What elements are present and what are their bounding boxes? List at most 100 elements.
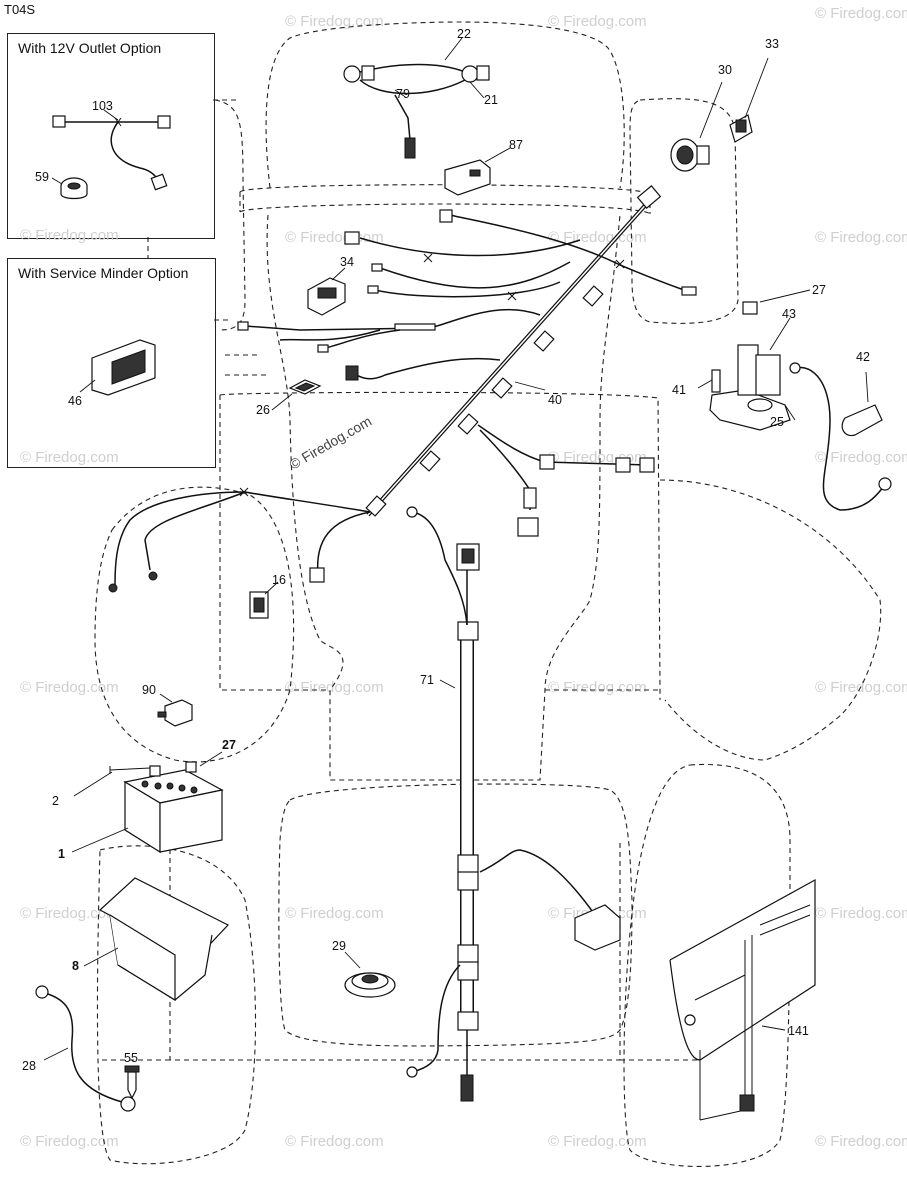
splice-icon xyxy=(239,487,249,497)
harness-clip xyxy=(615,457,631,473)
harness-clip xyxy=(639,457,655,473)
battery-cell-cap xyxy=(154,782,162,790)
terminal-icon xyxy=(237,321,249,331)
battery-cell-cap xyxy=(178,784,186,792)
leader-line xyxy=(83,947,119,967)
connector-icon xyxy=(404,137,416,159)
harness-branch xyxy=(411,511,468,626)
callout-8: 8 xyxy=(72,959,79,973)
fuse-body xyxy=(294,382,316,392)
callout-103: 103 xyxy=(92,99,113,113)
callout-1: 1 xyxy=(58,847,65,861)
solenoid-assembly xyxy=(697,289,892,511)
leader-line xyxy=(79,379,96,393)
seat-panel-outline xyxy=(278,783,633,1047)
socket-icon xyxy=(361,65,375,81)
leader-line xyxy=(697,289,811,389)
leader-line xyxy=(103,109,119,121)
watermark: © Firedog.com xyxy=(815,1133,907,1150)
battery-assembly xyxy=(71,751,224,854)
outlet-option-title: With 12V Outlet Option xyxy=(18,40,162,56)
switch-34 xyxy=(307,267,346,316)
terminal-ring xyxy=(35,985,49,999)
watermark: © Firedog.com xyxy=(20,679,119,696)
connector-icon xyxy=(460,1074,474,1102)
ignition-switch-body xyxy=(696,145,710,165)
bushing-icon xyxy=(684,1014,696,1026)
harness-branch xyxy=(479,429,531,510)
fuse-26 xyxy=(271,379,322,411)
leader-line xyxy=(264,581,279,595)
terminal-ring xyxy=(406,506,418,518)
terminal-ring xyxy=(789,362,801,374)
callout-16: 16 xyxy=(272,573,286,587)
key-33 xyxy=(729,57,769,143)
harness-branch xyxy=(324,329,401,349)
callout-46: 46 xyxy=(68,394,82,408)
callout-27-battery: 27 xyxy=(222,738,236,752)
option-connectors xyxy=(147,99,270,376)
ground-cable xyxy=(47,993,123,1103)
ignition-switch-30 xyxy=(670,81,723,172)
service-minder-display xyxy=(111,349,146,385)
tractor-outline xyxy=(94,21,882,1167)
watermark: © Firedog.com xyxy=(20,905,119,922)
connector-icon xyxy=(344,231,360,245)
linkage-spring xyxy=(739,1094,755,1112)
relay-90 xyxy=(157,693,193,727)
leader-line xyxy=(344,951,361,969)
seat-switch-icon xyxy=(574,904,621,951)
watermark: © Firedog.com xyxy=(20,227,119,244)
harness-clip xyxy=(457,871,479,891)
left-fender-outline xyxy=(214,99,246,331)
callout-30: 30 xyxy=(718,63,732,77)
harness-branch xyxy=(114,491,371,586)
connector-icon xyxy=(681,286,697,296)
relay-87 xyxy=(444,147,511,196)
switch-rocker xyxy=(317,287,337,299)
harness-branch xyxy=(351,357,501,380)
callout-34: 34 xyxy=(340,255,354,269)
watermark: © Firedog.com xyxy=(548,679,647,696)
leader-line xyxy=(43,1047,69,1061)
connector-icon xyxy=(52,115,66,128)
harness-clip xyxy=(419,450,441,472)
harness-clip xyxy=(582,285,604,307)
callout-71: 71 xyxy=(420,673,434,687)
harness-clip xyxy=(365,495,387,517)
battery-tray-8 xyxy=(83,877,229,1002)
harness-clip xyxy=(491,377,513,399)
callout-55: 55 xyxy=(124,1051,138,1065)
minder-option-title: With Service Minder Option xyxy=(18,265,189,281)
splice-icon xyxy=(423,253,433,263)
watermark: © Firedog.com xyxy=(20,1133,119,1150)
callout-41: 41 xyxy=(672,383,686,397)
callout-40: 40 xyxy=(548,393,562,407)
connector-icon xyxy=(345,365,359,381)
terminal-ring xyxy=(878,477,892,491)
harness-branch xyxy=(316,511,371,576)
outlet-59 xyxy=(51,177,88,200)
callout-29: 29 xyxy=(332,939,346,953)
watermark: © Firedog.com xyxy=(285,229,384,246)
linkage-arrows xyxy=(694,904,811,1001)
harness-clip xyxy=(533,330,555,352)
battery-cell-cap xyxy=(166,782,174,790)
splice-icon xyxy=(507,291,517,301)
leader-line xyxy=(331,267,346,281)
outlet-harness-103 xyxy=(52,109,171,191)
callout-43: 43 xyxy=(782,307,796,321)
callout-21: 21 xyxy=(484,93,498,107)
connector-icon xyxy=(157,115,171,129)
part-29 xyxy=(344,951,396,998)
hood-outline xyxy=(265,21,625,189)
harness-clip xyxy=(457,854,479,874)
terminal-icon xyxy=(367,285,379,294)
outlet-wire xyxy=(65,121,159,181)
battery-side xyxy=(159,789,223,853)
harness-clip xyxy=(457,961,479,981)
leader-line xyxy=(699,81,723,139)
watermark: © Firedog.com xyxy=(815,5,907,22)
callout-87: 87 xyxy=(509,138,523,152)
